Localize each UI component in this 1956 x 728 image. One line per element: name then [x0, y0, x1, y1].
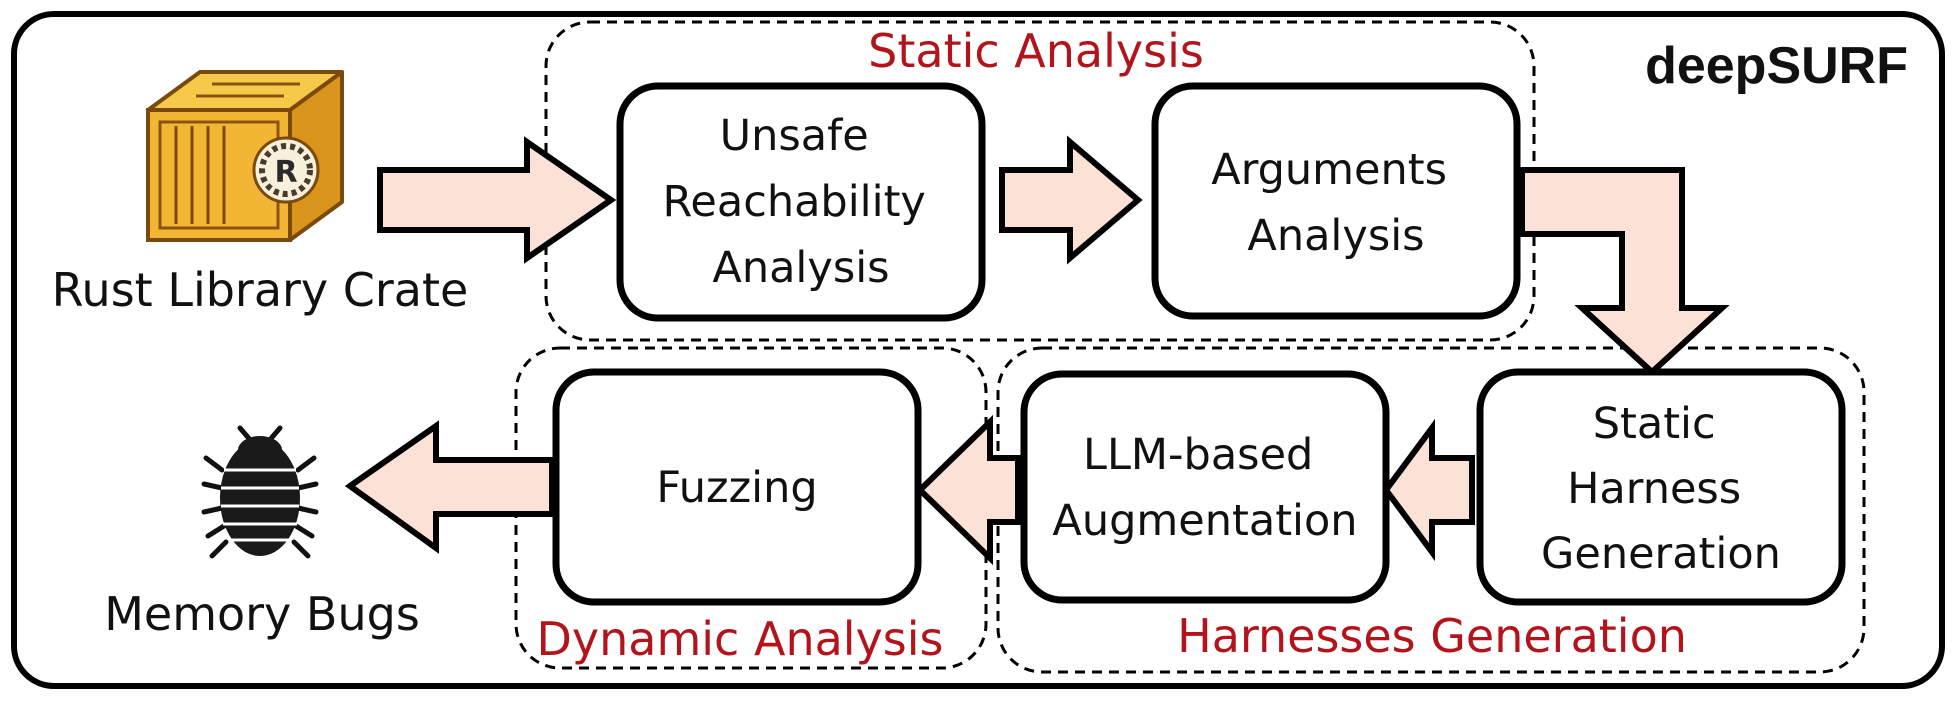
arrow-crate-to-unsafe	[377, 136, 617, 264]
dynamic-analysis-label: Dynamic Analysis	[536, 612, 943, 666]
arrow-llm-to-fuzzing	[915, 414, 1021, 566]
static-harness-generation-box	[1476, 368, 1846, 606]
memory-bugs-caption: Memory Bugs	[104, 587, 420, 641]
static-analysis-label: Static Analysis	[868, 24, 1204, 78]
svg-text:R: R	[274, 155, 297, 190]
static-harness-generation-text: Static Harness Generation	[1541, 399, 1781, 579]
arguments-analysis-text: Arguments Analysis	[1211, 145, 1460, 261]
brand-title: deepSURF	[1645, 37, 1908, 95]
arguments-analysis-box	[1151, 82, 1521, 320]
llm-augmentation-text: LLM-based Augmentation	[1052, 430, 1357, 546]
bug-icon	[201, 425, 319, 559]
arrow-fuzzing-to-bugs	[344, 420, 555, 554]
arrow-unsafe-to-arguments	[999, 135, 1143, 265]
harnesses-generation-label: Harnesses Generation	[1177, 609, 1687, 663]
fuzzing-text: Fuzzing	[656, 463, 817, 513]
arrow-arguments-to-static-harness	[1519, 167, 1730, 377]
llm-augmentation-box	[1020, 370, 1390, 604]
arrow-static-harness-to-llm	[1382, 418, 1475, 562]
rust-library-crate-caption: Rust Library Crate	[52, 263, 469, 317]
fuzzing-box	[552, 368, 922, 606]
unsafe-reachability-box	[616, 82, 986, 322]
rust-crate-icon: R	[146, 70, 344, 242]
unsafe-reachability-text: Unsafe Reachability Analysis	[662, 111, 939, 293]
